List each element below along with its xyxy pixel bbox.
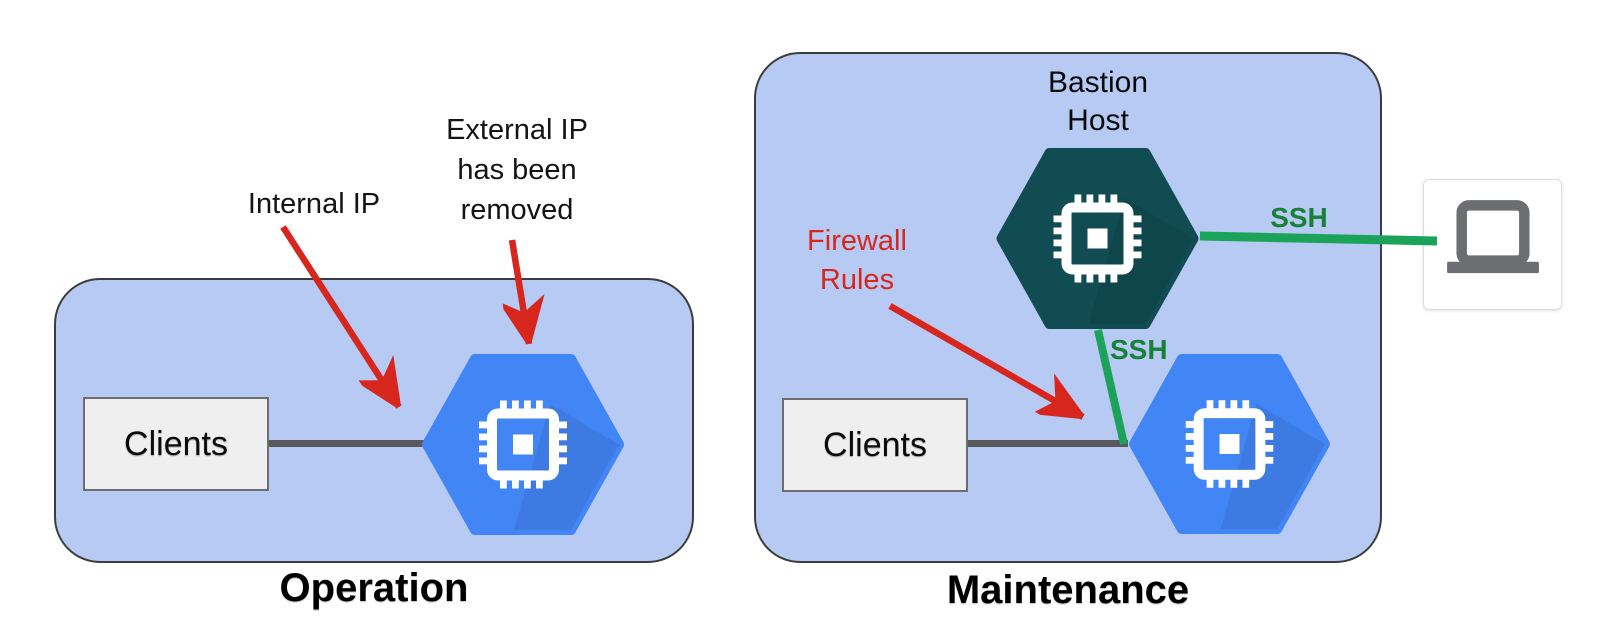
bastion-host-compute-engine-icon [996,148,1199,329]
maintenance-clients-box: Clients [782,398,968,492]
operation-internal-connection-line [267,440,427,447]
admin-workstation-card [1423,179,1562,310]
maintenance-clients-label: Clients [823,425,927,464]
external-ip-annotation: External IP has been removed [446,114,588,226]
maintenance-vm-compute-engine-icon [1129,353,1330,535]
operation-clients-box: Clients [83,397,269,491]
ssh-external-label: SSH [1270,202,1328,233]
operation-vm-compute-engine-icon [422,354,624,535]
firewall-rules-annotation: Firewall Rules [807,225,907,296]
internal-ip-annotation: Internal IP [247,188,381,220]
laptop-icon [1446,199,1539,273]
ssh-internal-label: SSH [1110,334,1168,365]
maintenance-internal-connection-line [966,440,1128,447]
bastion-host-label: Bastion Host [1047,66,1149,137]
maintenance-title: Maintenance [946,568,1190,612]
operation-clients-label: Clients [124,424,228,463]
chip-icon [1185,400,1274,488]
chip-icon [479,400,567,489]
chip-icon [1053,194,1142,283]
operation-title: Operation [279,566,469,610]
